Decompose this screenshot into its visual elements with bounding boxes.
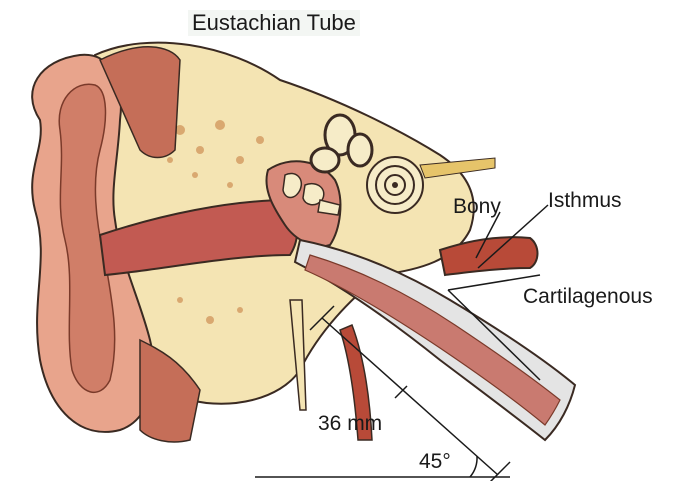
angle-marker: [255, 456, 510, 477]
label-angle: 45°: [419, 450, 451, 474]
label-isthmus: Isthmus: [548, 189, 622, 213]
label-bony: Bony: [453, 195, 501, 219]
cochlea: [367, 157, 423, 213]
label-cartilagenous: Cartilagenous: [523, 285, 653, 309]
diagram-title: Eustachian Tube: [188, 10, 360, 36]
label-length: 36 mm: [318, 412, 382, 436]
